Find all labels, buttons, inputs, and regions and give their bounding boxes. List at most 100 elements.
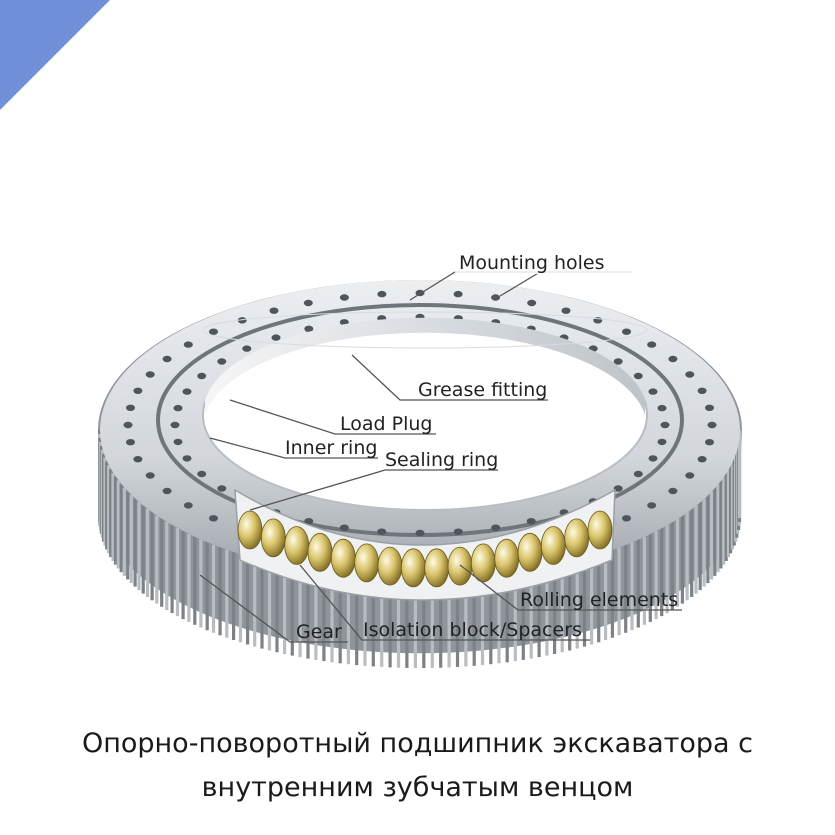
label-isolation-block: Isolation block/Spacers (363, 619, 582, 641)
mounting-hole (657, 438, 667, 446)
leader-rolling-elements (459, 564, 682, 611)
rolling-element (237, 510, 263, 550)
gear-tooth (630, 542, 634, 631)
gear-tooth (113, 476, 118, 565)
mounting-hole (647, 502, 657, 509)
rolling-element (447, 546, 473, 586)
gear-tooth (713, 487, 717, 576)
gear-tooth (298, 569, 302, 658)
mounting-hole (304, 325, 314, 332)
gear-tooth (103, 457, 107, 546)
mounting-hole (657, 404, 667, 412)
rolling-element (494, 538, 520, 578)
gear-tooth (698, 502, 702, 591)
mounting-hole (491, 524, 501, 531)
label-grease-fitting: Grease fitting (418, 379, 547, 401)
gear-tooth (253, 558, 257, 647)
mounting-hole (173, 438, 183, 446)
inner-ring-wall (205, 317, 645, 415)
cutaway-section (234, 488, 616, 601)
leader-gear (199, 574, 348, 643)
gear-tooth (133, 498, 137, 587)
gear-tooth (170, 525, 174, 614)
mounting-hole (182, 388, 192, 395)
gear-tooth (730, 461, 735, 550)
mounting-hole (633, 470, 643, 478)
part-labels: Mounting holes Grease fitting Load Plug … (285, 250, 678, 643)
gear-tooth (413, 580, 417, 668)
gear-tooth (355, 577, 359, 666)
mounting-hole (415, 529, 425, 537)
mounting-hole (123, 421, 133, 429)
gear-tooth (575, 560, 579, 649)
rolling-element (330, 538, 356, 578)
gear-tooth (193, 536, 197, 625)
mounting-hole (633, 372, 643, 380)
mounting-hole (660, 421, 670, 429)
gear-tooth (218, 547, 222, 636)
gear-tooth (590, 556, 594, 645)
rolling-element (354, 543, 380, 583)
mounting-hole (622, 515, 631, 522)
mounting-hole (162, 487, 172, 495)
roller-set (237, 510, 613, 588)
gear-tooth (187, 533, 191, 622)
mounting-hole (339, 524, 349, 531)
gear-tooth (396, 579, 401, 668)
gear-tooth (346, 576, 350, 665)
mounting-hole (613, 485, 623, 492)
mounting-hole (182, 455, 192, 462)
mounting-hole (237, 317, 247, 324)
mounting-hole (197, 470, 207, 478)
mounting-hole (647, 341, 657, 348)
gear-tooth (537, 569, 541, 658)
gear-tooth (111, 473, 115, 561)
gear-tooth (165, 522, 169, 610)
gear-tooth (706, 495, 710, 584)
gear-tooth (480, 577, 485, 666)
gear-tooth (322, 573, 326, 662)
gear-tooth (371, 578, 375, 667)
mounting-hole (453, 290, 463, 298)
rolling-element (517, 532, 543, 572)
gear-tooth (109, 469, 113, 558)
mounting-hole (217, 485, 227, 492)
rolling-element (400, 548, 426, 588)
gear-tooth (405, 579, 409, 668)
gear-tooth (529, 570, 533, 659)
gear-tooth (722, 476, 726, 565)
mounting-hole (304, 518, 314, 525)
gear-tooth (545, 567, 549, 656)
label-sealing-ring: Sealing ring (385, 449, 498, 471)
gear-tooth (422, 580, 426, 668)
gear-tooth (116, 480, 120, 569)
gear-tooth (726, 469, 731, 558)
mounting-hole (145, 371, 155, 378)
gear-tooth (155, 515, 159, 604)
bearing-illustration (98, 280, 742, 668)
gear-tooth (175, 528, 180, 617)
gear-tooth (716, 484, 720, 573)
gear-tooth (238, 554, 243, 643)
gear-tooth (685, 512, 689, 601)
leader-sealing-ring (249, 469, 498, 511)
gear-tooth (604, 552, 608, 640)
gear-tooth (246, 556, 250, 645)
mounting-hole (707, 421, 717, 429)
gear-tooth (568, 562, 572, 651)
label-gear: Gear (296, 621, 342, 643)
mounting-hole (183, 341, 193, 348)
mounting-hole (377, 528, 387, 535)
gear-tooth (694, 505, 698, 594)
gear-tooth (150, 512, 154, 601)
mounting-hole (648, 455, 658, 462)
mounting-hole (685, 472, 695, 479)
mounting-hole (453, 528, 463, 535)
gear-tooth (447, 579, 451, 668)
gear-tooth (232, 552, 236, 640)
gear-tooth (702, 498, 706, 587)
mounting-hole (145, 472, 155, 479)
gear-tooth (675, 518, 680, 607)
gear-tooth (648, 533, 652, 622)
